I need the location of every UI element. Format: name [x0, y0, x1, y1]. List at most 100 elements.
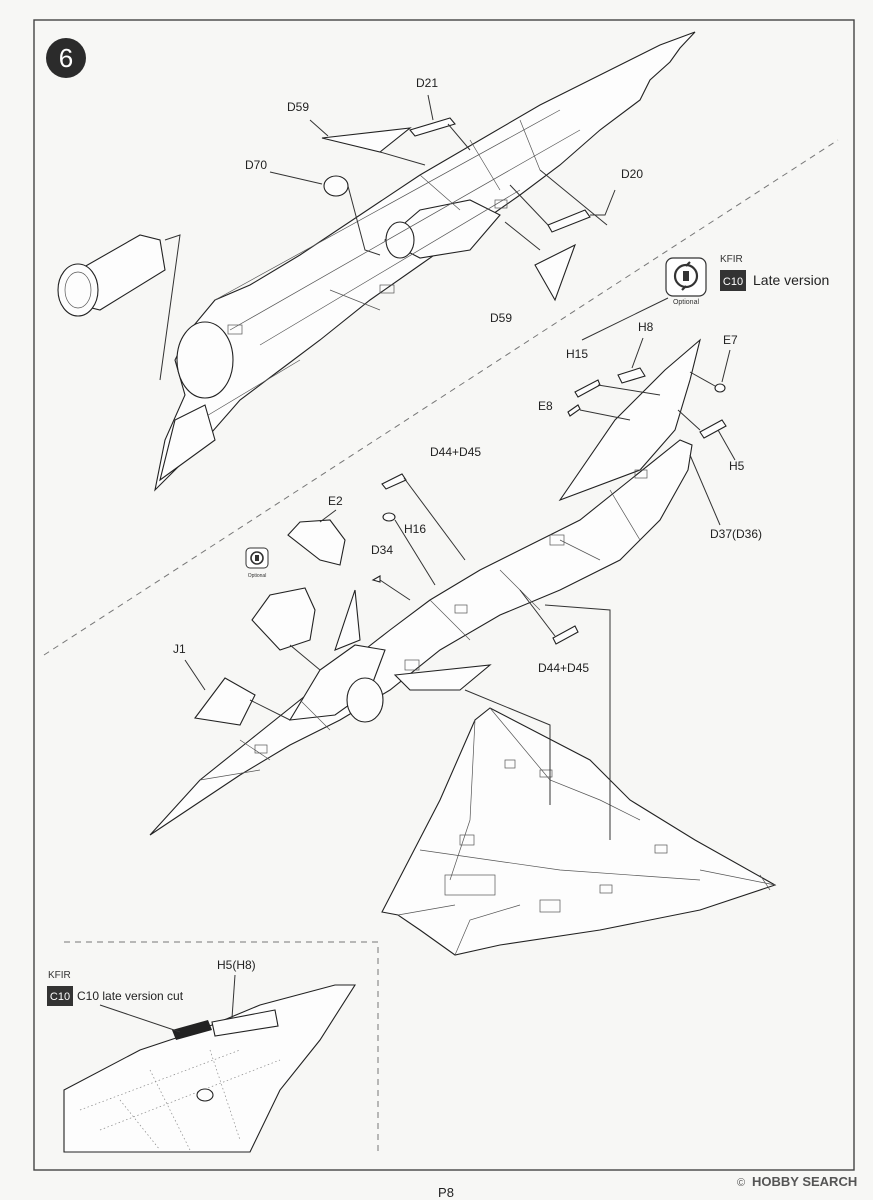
panel-detail — [379, 284, 395, 294]
optional-icon-large — [665, 257, 707, 297]
optional-leader — [581, 297, 669, 341]
canopy-optional — [251, 587, 316, 651]
part-d44-d45-bottom — [552, 625, 579, 645]
leader — [677, 409, 701, 431]
label-d21: D21 — [416, 76, 438, 90]
ventral-fin — [159, 404, 216, 482]
label-h15: H15 — [566, 347, 588, 361]
label-h5-h8: H5(H8) — [217, 958, 256, 972]
leader — [319, 509, 337, 523]
part-d70 — [323, 175, 349, 197]
leader — [689, 371, 716, 387]
label-d44-d45-bottom: D44+D45 — [538, 661, 589, 675]
part-e2 — [287, 519, 346, 566]
fuselage-upper — [154, 31, 696, 492]
part-j1 — [194, 677, 256, 726]
part-d59-top — [321, 127, 412, 153]
version-text: Late version — [753, 272, 829, 288]
inset-text: C10 late version cut — [77, 989, 184, 1003]
page-number: P8 — [438, 1185, 454, 1200]
wing-detail — [504, 759, 516, 769]
version-badge-text: C10 — [723, 276, 743, 288]
wing-detail — [459, 834, 475, 846]
part-h16 — [382, 512, 396, 522]
label-e2: E2 — [328, 494, 343, 508]
part-d20 — [547, 209, 591, 233]
panel-detail — [404, 659, 420, 671]
inset-cut-area — [172, 1020, 212, 1040]
label-h5: H5 — [729, 459, 745, 473]
leader — [721, 349, 731, 383]
leader — [184, 659, 206, 691]
leader — [509, 184, 549, 226]
intake-lip — [385, 221, 415, 259]
leader — [379, 579, 411, 601]
inset-leader-h5 — [231, 974, 236, 1019]
leader — [403, 477, 466, 561]
leader — [717, 429, 736, 461]
leader — [347, 185, 381, 256]
panel-detail — [254, 744, 268, 754]
part-h15 — [574, 379, 601, 398]
leader — [504, 221, 541, 251]
wing-leader — [544, 604, 611, 840]
panel-detail — [227, 324, 243, 335]
inset-leader — [99, 1004, 181, 1033]
wing-panel-lines — [397, 707, 701, 956]
panel-detail — [549, 534, 565, 546]
wing-detail — [539, 899, 561, 913]
panel-lines — [199, 109, 581, 421]
label-d34: D34 — [371, 543, 393, 557]
wing-leader — [464, 689, 551, 805]
fuselage-lower — [149, 439, 693, 836]
inset-rivet-lines — [79, 1049, 281, 1151]
label-j1: J1 — [173, 642, 186, 656]
leader — [590, 189, 616, 216]
leader — [394, 519, 436, 586]
upper-fuselage-assembly — [57, 31, 696, 492]
label-h8: H8 — [638, 320, 654, 334]
leader — [289, 644, 321, 671]
label-e7: E7 — [723, 333, 738, 347]
inset-box — [63, 941, 379, 1153]
optional-label-large: Optional — [673, 299, 700, 306]
canard-upper — [334, 589, 361, 651]
leader-d37 — [689, 454, 721, 526]
lower-aircraft-assembly — [149, 337, 736, 836]
watermark-copyright: © — [737, 1177, 745, 1189]
leader — [539, 169, 608, 226]
step-badge: 6 — [46, 38, 86, 78]
wing-assembly — [381, 604, 777, 956]
wing-detail — [654, 844, 668, 854]
leader — [597, 384, 661, 396]
page-frame — [33, 19, 855, 1171]
leader — [447, 123, 471, 151]
wing-detail — [599, 884, 613, 894]
leader — [519, 589, 556, 637]
leader — [427, 94, 434, 121]
optional-icon-small — [245, 547, 269, 569]
label-d59-top: D59 — [287, 100, 309, 114]
part-d21 — [409, 117, 456, 137]
nozzle-inner — [64, 271, 92, 309]
nozzle-ring — [57, 263, 99, 317]
intake-ring — [346, 677, 384, 723]
step-number: 6 — [59, 43, 73, 73]
part-e7 — [714, 383, 726, 393]
leader — [269, 171, 323, 185]
delta-wing — [381, 707, 777, 956]
leader — [309, 119, 329, 137]
leader — [379, 151, 426, 166]
panel-detail — [494, 199, 508, 209]
leader — [249, 699, 291, 721]
label-d20: D20 — [621, 167, 643, 181]
engine-opening — [176, 321, 234, 399]
nozzle-leader — [159, 234, 181, 381]
part-e8 — [567, 404, 581, 417]
leader — [579, 409, 631, 421]
inset-part-h5 — [211, 1009, 279, 1037]
inset-fitting — [196, 1088, 214, 1102]
label-e8: E8 — [538, 399, 553, 413]
